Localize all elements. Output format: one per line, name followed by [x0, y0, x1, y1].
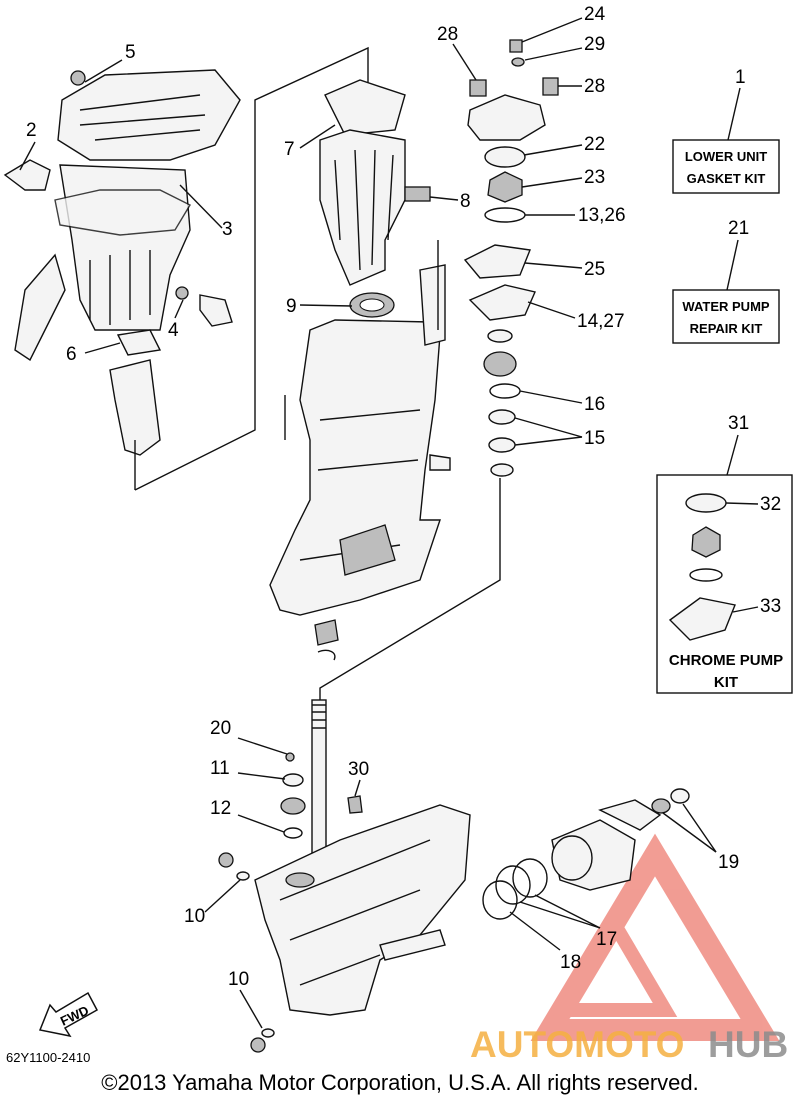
callout-9: 9 [286, 296, 297, 317]
callout-14-27: 14,27 [577, 311, 625, 332]
callout-3: 3 [222, 219, 233, 240]
callout-25: 25 [584, 259, 605, 280]
callout-16: 16 [584, 394, 605, 415]
callout-30: 30 [348, 759, 369, 780]
callout-2: 2 [26, 120, 37, 141]
lower-unit-gearcase [218, 804, 471, 1053]
lower-unit-gasket-kit-box [672, 139, 780, 194]
callout-22: 22 [584, 134, 605, 155]
callout-11: 11 [210, 758, 230, 779]
callout-33: 33 [760, 596, 781, 617]
lower-unit-kit-line1: LOWER UNIT [685, 149, 767, 164]
prop-shaft-housing-group [482, 788, 690, 920]
callout-8: 8 [460, 191, 471, 212]
callout-29: 29 [584, 34, 605, 55]
chrome-pump-kit-box [656, 474, 793, 694]
callout-6: 6 [66, 344, 77, 365]
callout-15: 15 [584, 428, 605, 449]
callout-10-upper: 10 [184, 906, 205, 927]
callout-17: 17 [596, 929, 617, 950]
callout-18: 18 [560, 952, 581, 973]
watermark-text-primary: AUTOMOTO [470, 1024, 684, 1065]
callout-12: 12 [210, 798, 231, 819]
callout-13-26: 13,26 [578, 205, 626, 226]
callout-20: 20 [210, 718, 231, 739]
water-pump-kit-line2: REPAIR KIT [690, 321, 763, 336]
chrome-pump-kit-line2: KIT [714, 674, 738, 691]
watermark-text-secondary: HUB [708, 1024, 788, 1065]
water-pump-kit-line1: WATER PUMP [682, 299, 769, 314]
callout-5: 5 [125, 42, 136, 63]
callout-32: 32 [760, 494, 781, 515]
callout-1: 1 [735, 67, 746, 88]
lower-unit-kit-line2: GASKET KIT [687, 171, 766, 186]
fwd-label: FWD [58, 1003, 91, 1029]
callout-24: 24 [584, 4, 606, 25]
copyright-notice: ©2013 Yamaha Motor Corporation, U.S.A. A… [101, 1070, 699, 1095]
callout-28-left: 28 [437, 24, 458, 45]
callout-28-right: 28 [584, 76, 605, 97]
callout-31: 31 [728, 413, 749, 434]
callout-7: 7 [284, 139, 295, 160]
fwd-arrow-icon [38, 991, 99, 1038]
water-pump-repair-kit-box [672, 289, 780, 344]
watermark-logo [530, 833, 780, 1041]
chrome-pump-kit-line1: CHROME PUMP [669, 652, 783, 669]
driveshaft-housing [269, 240, 451, 616]
diagram-code: 62Y1100-2410 [6, 1050, 90, 1065]
callout-21: 21 [728, 218, 749, 239]
callout-19: 19 [718, 852, 739, 873]
callout-4: 4 [168, 320, 179, 341]
exhaust-guide-group [319, 79, 431, 318]
upper-casing-group [3, 69, 241, 456]
driveshaft-group [280, 619, 363, 866]
water-pump-group [463, 39, 559, 477]
callout-10-lower: 10 [228, 969, 249, 990]
callout-23: 23 [584, 167, 605, 188]
